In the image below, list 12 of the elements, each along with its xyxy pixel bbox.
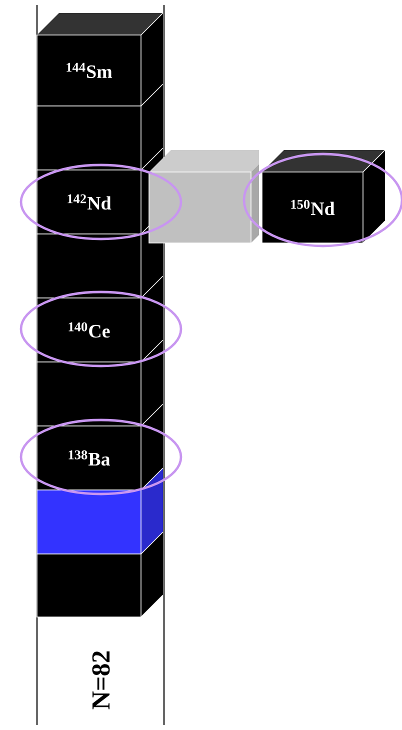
nuclide-cube [36,362,164,426]
nuclide-cube [36,490,164,554]
shell-label: N=82 [92,651,110,710]
nuclide-cube: $^{150}$Nd [262,150,386,244]
nuclide-cube: $^{142}$Nd [36,170,164,234]
nuclide-cube: $^{138}$Ba [36,426,164,490]
nuclide-cube: $^{140}$Ce [36,298,164,362]
nuclide-cube: $^{144}$Sm [36,12,164,106]
nuclide-cube [36,554,164,618]
nuclide-cube [148,150,259,244]
nuclide-cube [36,106,164,170]
nuclide-cube [36,234,164,298]
